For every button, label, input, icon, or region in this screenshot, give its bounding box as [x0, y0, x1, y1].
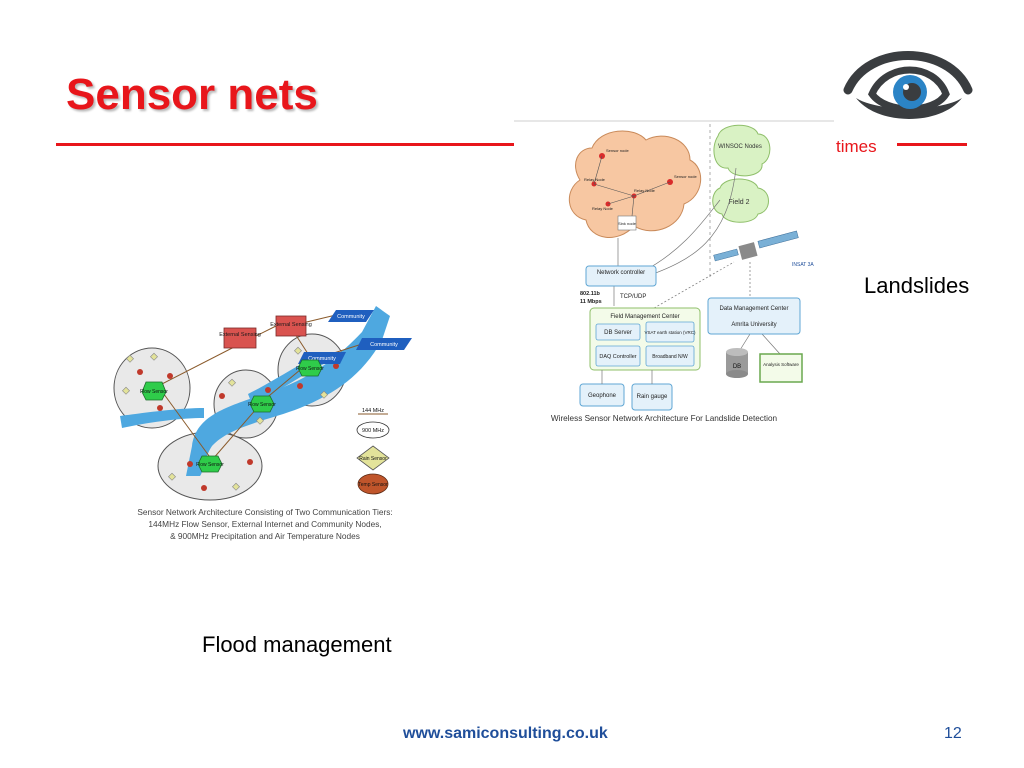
- external-sensing-label: External Sensing: [219, 332, 261, 338]
- vsat-label: VSAT earth station (VRC): [644, 330, 696, 335]
- flood-management-caption: Flood management: [202, 632, 392, 657]
- rain-gauge-label: Rain gauge: [637, 394, 668, 400]
- amrita-label: Amrita University: [731, 322, 776, 328]
- community-label-3: Community: [308, 356, 336, 362]
- flood-network-diagram: External Sensing External Sensing Commun…: [113, 306, 412, 541]
- database-icon: [726, 348, 748, 378]
- legend-temp: Temp Sensor: [358, 482, 388, 488]
- winsoc-nodes-label: WINSOC Nodes: [718, 144, 762, 150]
- title-underline: [56, 143, 514, 146]
- satellite-icon: [713, 230, 799, 262]
- db-label: DB: [733, 364, 741, 370]
- flood-caption-line-3: & 900MHz Precipitation and Air Temperatu…: [170, 531, 360, 541]
- db-server-label: DB Server: [604, 330, 632, 336]
- satellite-label: INSAT 3A: [792, 262, 814, 268]
- tagline-text: times: [836, 137, 877, 156]
- eye-logo-icon: [843, 51, 973, 119]
- legend-144: 144 MHz: [362, 408, 384, 414]
- page-number: 12: [944, 725, 962, 742]
- flow-sensor-label-1: Flow Sensor: [140, 389, 168, 395]
- flow-sensor-label-3: Flow Sensor: [248, 402, 276, 408]
- landslides-caption: Landslides: [864, 273, 970, 298]
- community-label-2: Community: [370, 342, 398, 348]
- field2-label: Field 2: [728, 199, 749, 206]
- external-sensing-label-2: External Sensing: [270, 322, 312, 328]
- sink-node-label: Sink node: [618, 221, 637, 226]
- legend-900: 900 MHz: [362, 428, 384, 434]
- field-mgmt-center-label: Field Management Center: [610, 314, 679, 320]
- sensor-node-label: Sensor node: [606, 148, 629, 153]
- wifi-label: 802.11b: [580, 291, 601, 297]
- network-controller-label: Network controller: [597, 270, 645, 276]
- tagline-rule: [897, 143, 967, 146]
- daq-label: DAQ Controller: [599, 354, 636, 360]
- geophone-label: Geophone: [588, 393, 617, 399]
- relay-node-label-3: Relay Node: [592, 206, 614, 211]
- slide-title: Sensor nets: [66, 70, 318, 119]
- landslide-caption: Wireless Sensor Network Architecture For…: [551, 414, 778, 423]
- data-mgmt-center-label: Data Management Center: [719, 306, 788, 312]
- sensor-node-label-2: Sensor node: [674, 174, 697, 179]
- tcp-udp-label: TCP/UDP: [620, 294, 646, 300]
- wifi-speed-label: 11 Mbps: [580, 299, 602, 305]
- landslide-network-diagram: Sensor node Sensor node Relay Node Relay…: [514, 120, 834, 430]
- relay-node-label-2: Relay Node: [634, 188, 656, 193]
- legend-rain: Rain Sensor: [359, 456, 387, 462]
- footer-website-link[interactable]: www.samiconsulting.co.uk: [403, 725, 608, 742]
- flow-sensor-label-4: Flow Sensor: [196, 462, 224, 468]
- flood-caption-line-2: 144MHz Flow Sensor, External Internet an…: [148, 519, 381, 529]
- flow-sensor-label-2: Flow Sensor: [296, 366, 324, 372]
- relay-node-label: Relay Node: [584, 177, 606, 182]
- flood-caption-line-1: Sensor Network Architecture Consisting o…: [137, 507, 392, 517]
- analysis-label: Analysis Software: [763, 362, 799, 367]
- community-label-1: Community: [337, 314, 365, 320]
- broadband-label: Broadband N/W: [652, 354, 688, 360]
